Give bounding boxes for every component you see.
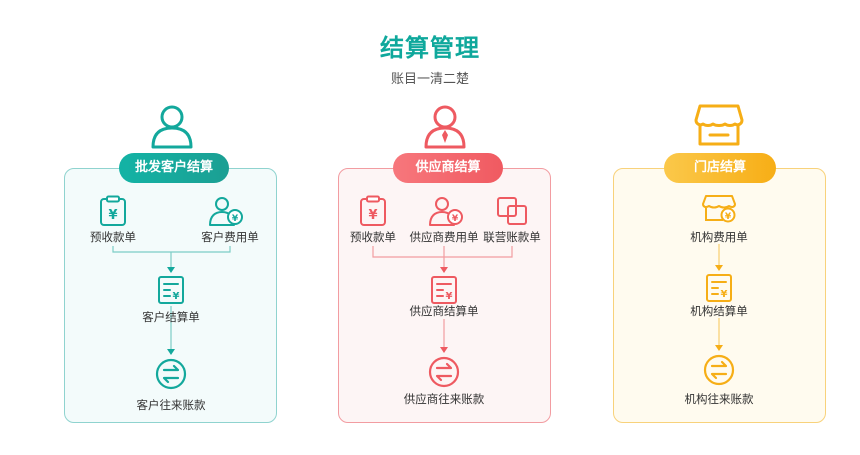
supplier-settlement-label: 供应商结算单 <box>409 304 479 318</box>
svg-text:¥: ¥ <box>368 208 377 223</box>
supplier-expense-label: 供应商费用单 <box>409 230 479 244</box>
svg-text:¥: ¥ <box>446 291 453 302</box>
store-expense-label: 机构费用单 <box>690 230 748 244</box>
store-ledger-label: 机构往来账款 <box>684 392 754 406</box>
supplier-expense-icon: ¥ <box>429 197 463 226</box>
advance-receipt-label: 预收款单 <box>90 230 136 244</box>
wholesale-customer-settlement-heading: 批发客户结算 <box>119 153 229 183</box>
supplier-advance-receipt-label: 预收款单 <box>350 230 396 244</box>
joint-venture-account-label: 联营账款单 <box>483 230 541 244</box>
supplier-ledger-label: 供应商往来账款 <box>403 392 485 406</box>
store-settlement-label: 机构结算单 <box>690 304 748 318</box>
svg-text:¥: ¥ <box>232 214 239 224</box>
customer-settlement-doc-icon: ¥ <box>158 276 184 304</box>
page-subtitle: 账目一清二楚 <box>390 72 469 87</box>
supplier-advance-receipt-icon: ¥ <box>360 195 386 226</box>
supplier-settlement-doc-icon: ¥ <box>431 276 457 304</box>
svg-text:¥: ¥ <box>108 208 117 223</box>
page-title: 结算管理 <box>380 34 480 62</box>
svg-text:¥: ¥ <box>725 212 732 222</box>
joint-venture-account-icon <box>497 197 527 225</box>
supplier-businessman-icon <box>424 105 466 149</box>
store-settlement-doc-icon: ¥ <box>706 274 732 302</box>
customer-ledger-label: 客户往来账款 <box>136 398 206 412</box>
store-settlement-heading: 门店结算 <box>664 153 776 183</box>
store-ledger-exchange-icon <box>703 354 735 386</box>
customer-ledger-exchange-icon <box>155 358 187 390</box>
customer-expense-icon: ¥ <box>209 197 243 226</box>
customer-settlement-label: 客户结算单 <box>142 310 200 324</box>
store-expense-icon: ¥ <box>702 195 736 223</box>
svg-text:¥: ¥ <box>173 291 180 302</box>
svg-text:¥: ¥ <box>452 214 459 224</box>
store-panel <box>613 168 826 423</box>
supplier-ledger-exchange-icon <box>428 356 460 388</box>
svg-text:¥: ¥ <box>721 289 728 300</box>
advance-receipt-icon: ¥ <box>100 195 126 226</box>
supplier-settlement-heading: 供应商结算 <box>393 153 503 183</box>
store-icon <box>694 104 744 146</box>
customer-expense-label: 客户费用单 <box>201 230 259 244</box>
customer-person-icon <box>151 105 193 149</box>
